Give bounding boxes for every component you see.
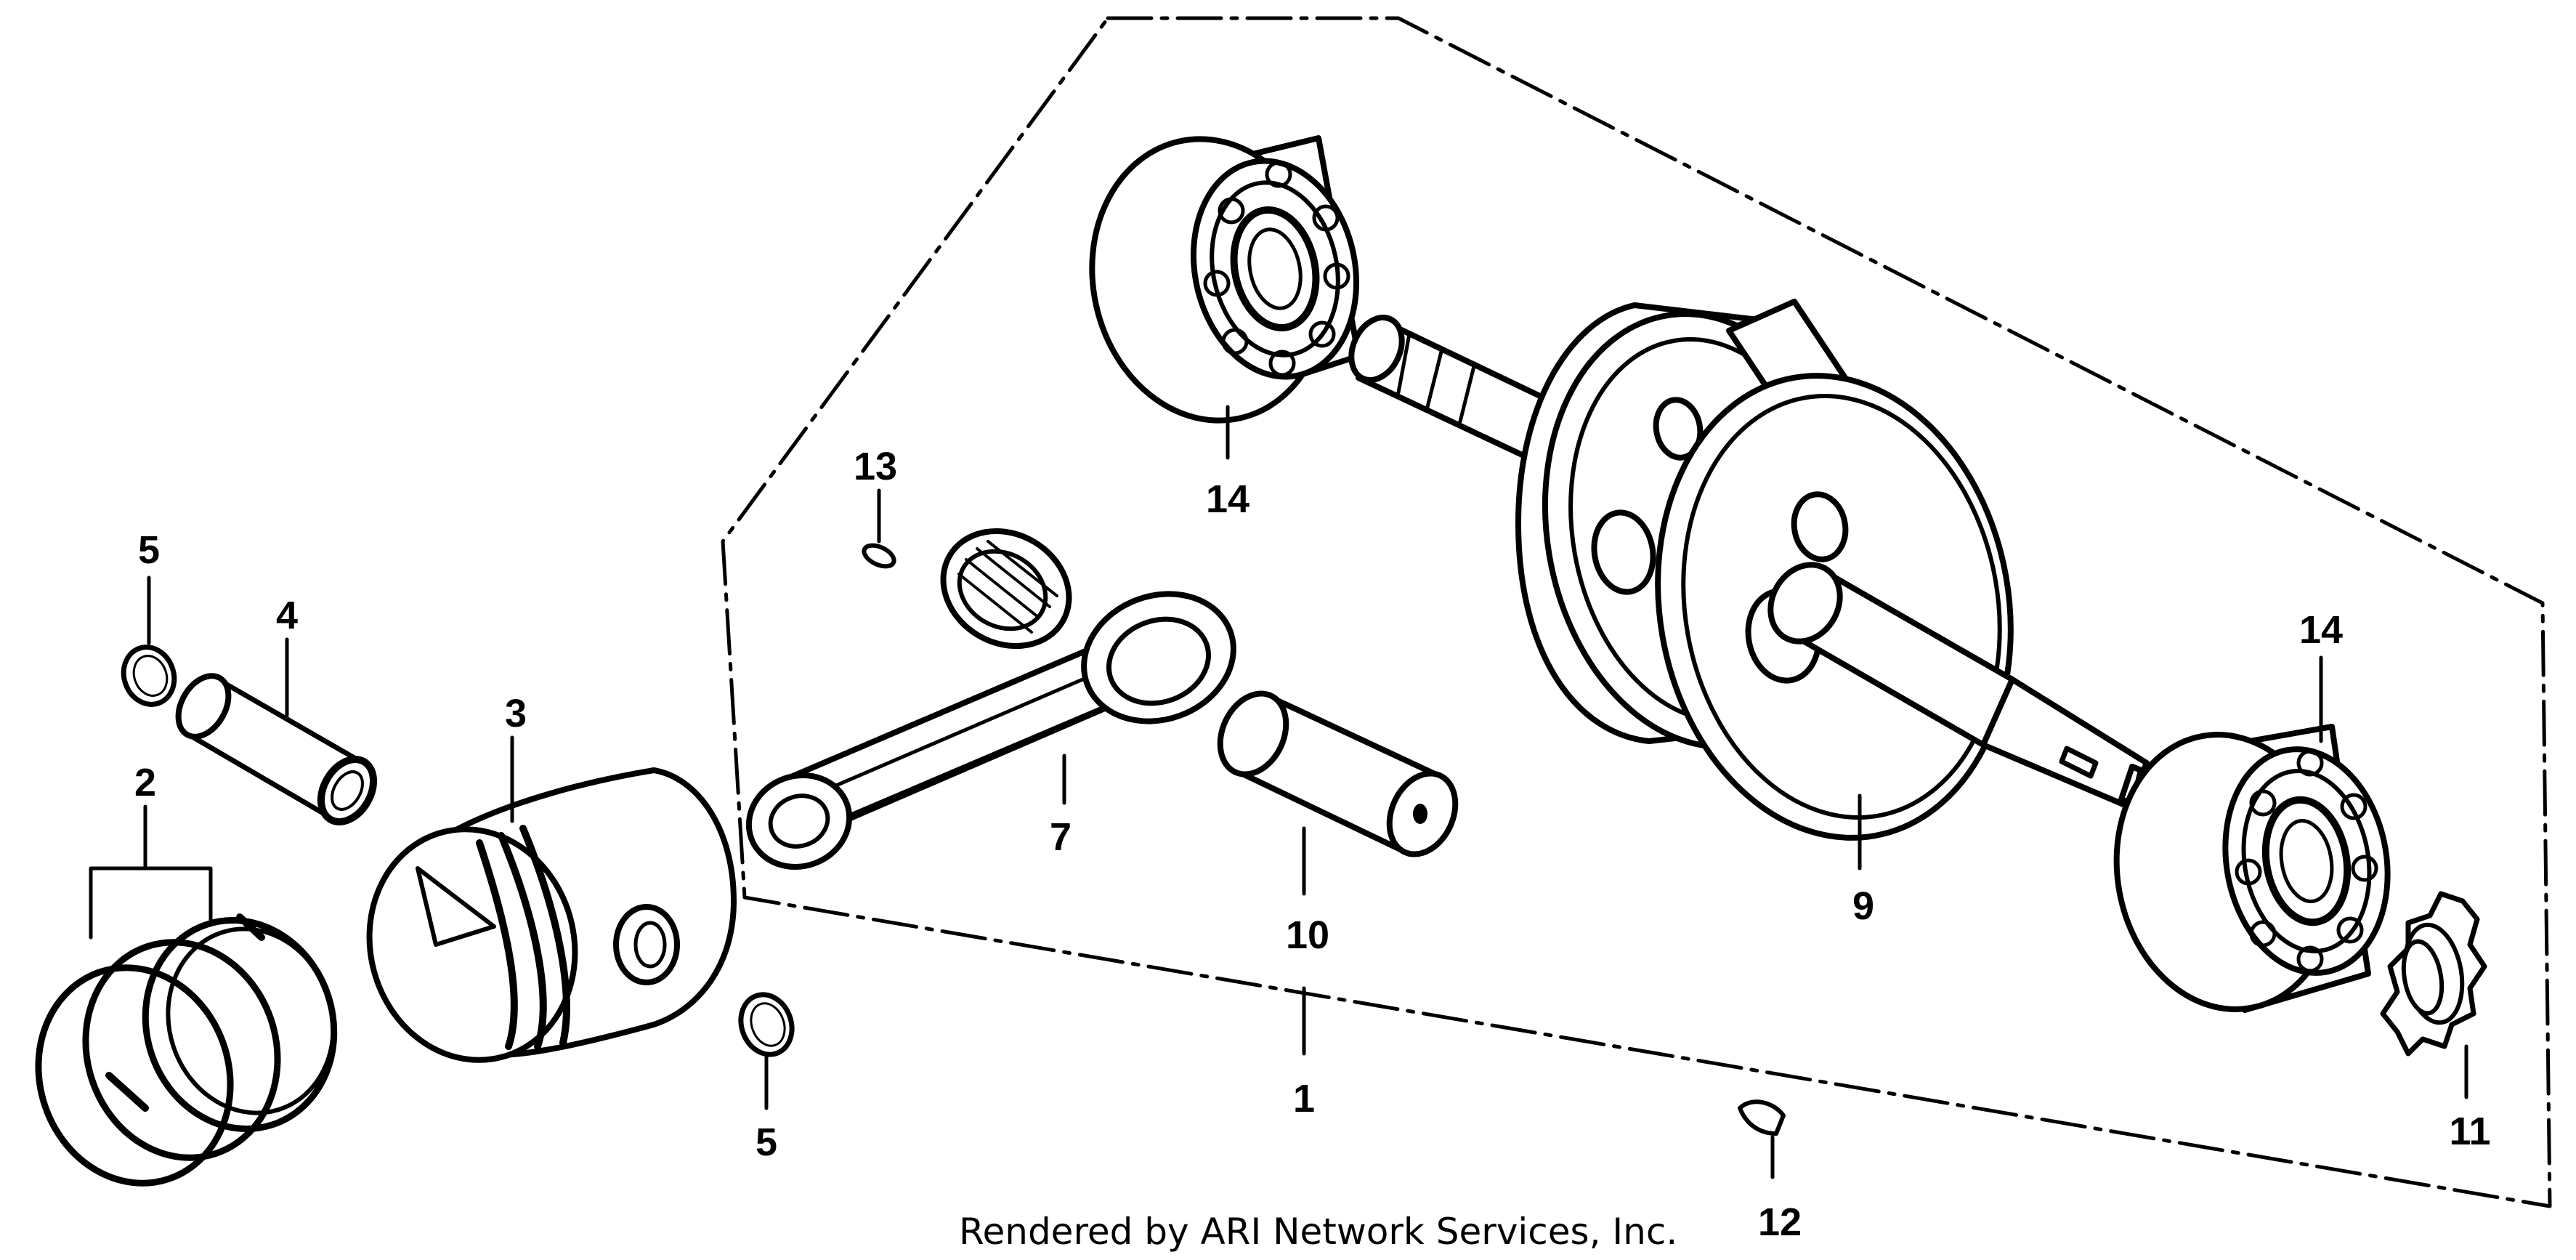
callout-label: 13 <box>854 445 897 488</box>
leader-lines <box>89 405 2468 1179</box>
callout-label: 1 <box>1293 1077 1315 1120</box>
part-piston[interactable] <box>344 767 737 1083</box>
part-circlip-bottom[interactable] <box>733 988 801 1062</box>
callout-label: 5 <box>138 528 160 572</box>
callout-label: 3 <box>505 692 527 735</box>
callout-label: 14 <box>1206 477 1249 521</box>
callout-label: 14 <box>2299 608 2343 652</box>
part-sprocket[interactable] <box>2380 891 2487 1057</box>
part-ball-bearing-top[interactable] <box>1066 117 1376 443</box>
callout-label: 9 <box>1852 884 1874 928</box>
assembly-boundary <box>721 16 2552 1208</box>
part-small-pin[interactable] <box>861 541 897 570</box>
part-ball-bearing-right[interactable] <box>2095 717 2405 1027</box>
part-circlip-top[interactable] <box>116 640 182 711</box>
part-piston-rings[interactable] <box>11 896 361 1208</box>
part-piston-pin[interactable] <box>169 667 384 831</box>
part-connecting-rod[interactable] <box>736 573 1252 881</box>
callout-label: 12 <box>1758 1200 1802 1244</box>
callout-label: 5 <box>756 1120 777 1164</box>
part-crank-pin[interactable] <box>1207 683 1467 865</box>
callout-label: 2 <box>134 761 156 804</box>
part-crankshaft[interactable] <box>1342 288 2214 866</box>
callout-label: 11 <box>2449 1110 2490 1153</box>
footer-credit: Rendered by ARI Network Services, Inc. <box>959 1211 1677 1253</box>
callout-label: 4 <box>276 594 298 637</box>
callout-label: 7 <box>1050 815 1072 859</box>
part-woodruff-key[interactable] <box>1738 1099 1786 1136</box>
part-needle-bearing[interactable] <box>923 509 1090 669</box>
callout-label: 10 <box>1286 913 1329 957</box>
